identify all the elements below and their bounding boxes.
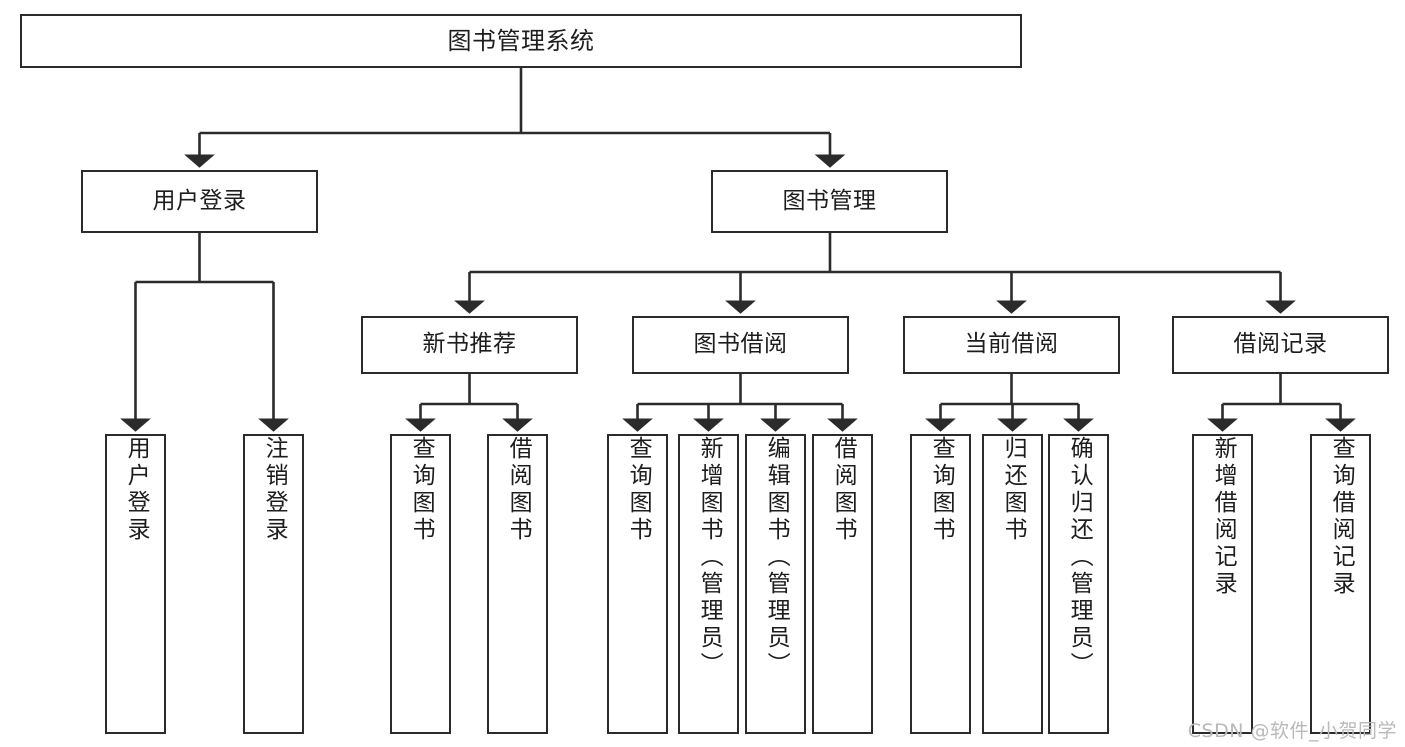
leaf-confirm-return-admin-label: 确认归还（管理员）: [1066, 436, 1093, 679]
node-borrow-record-label: 借阅记录: [1233, 331, 1328, 358]
leaf-confirm-return-admin[interactable]: 确认归还（管理员）: [1048, 434, 1109, 734]
node-new-book-recommend[interactable]: 新书推荐: [361, 316, 578, 374]
leaf-add-book-admin-label: 新增图书（管理员）: [696, 436, 723, 679]
leaf-add-borrow-record-label: 新增借阅记录: [1210, 436, 1237, 598]
node-book-management-label: 图书管理: [782, 187, 877, 214]
leaf-return-book-label: 归还图书: [1000, 436, 1027, 544]
leaf-query-borrow-record-label: 查询借阅记录: [1328, 436, 1355, 598]
leaf-query-book-2-label: 查询图书: [625, 436, 652, 544]
leaf-logout-login[interactable]: 注销登录: [243, 434, 304, 734]
leaf-add-borrow-record[interactable]: 新增借阅记录: [1192, 434, 1253, 734]
leaf-borrow-book-1[interactable]: 借阅图书: [487, 434, 548, 734]
leaf-query-book-3[interactable]: 查询图书: [910, 434, 971, 734]
leaf-return-book[interactable]: 归还图书: [982, 434, 1043, 734]
leaf-borrow-book-2-label: 借阅图书: [830, 436, 857, 544]
node-current-borrow-label: 当前借阅: [964, 331, 1059, 358]
leaf-query-borrow-record[interactable]: 查询借阅记录: [1310, 434, 1371, 734]
leaf-user-login-label: 用户登录: [123, 436, 150, 544]
leaf-user-login[interactable]: 用户登录: [105, 434, 166, 734]
leaf-edit-book-admin-label: 编辑图书（管理员）: [763, 436, 790, 679]
leaf-edit-book-admin[interactable]: 编辑图书（管理员）: [745, 434, 806, 734]
csdn-watermark: CSDN @软件_小贺同学: [1187, 720, 1397, 742]
node-borrow-record[interactable]: 借阅记录: [1172, 316, 1389, 374]
leaf-query-book-2[interactable]: 查询图书: [607, 434, 668, 734]
leaf-add-book-admin[interactable]: 新增图书（管理员）: [678, 434, 739, 734]
node-book-management[interactable]: 图书管理: [711, 170, 948, 233]
leaf-borrow-book-1-label: 借阅图书: [505, 436, 532, 544]
leaf-logout-login-label: 注销登录: [261, 436, 288, 544]
leaf-query-book-1[interactable]: 查询图书: [390, 434, 451, 734]
leaf-query-book-1-label: 查询图书: [408, 436, 435, 544]
node-book-borrow[interactable]: 图书借阅: [632, 316, 849, 374]
node-user-login[interactable]: 用户登录: [81, 170, 318, 233]
node-new-book-recommend-label: 新书推荐: [422, 331, 517, 358]
node-root[interactable]: 图书管理系统: [20, 14, 1022, 68]
node-book-borrow-label: 图书借阅: [693, 331, 788, 358]
leaf-query-book-3-label: 查询图书: [928, 436, 955, 544]
node-root-label: 图书管理系统: [447, 26, 595, 55]
node-current-borrow[interactable]: 当前借阅: [903, 316, 1120, 374]
leaf-borrow-book-2[interactable]: 借阅图书: [812, 434, 873, 734]
node-user-login-label: 用户登录: [152, 187, 247, 214]
